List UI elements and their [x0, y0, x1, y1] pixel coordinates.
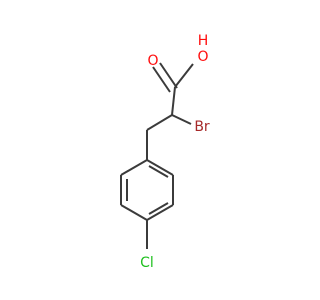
bond-alpha-c-br — [171, 114, 192, 125]
atom-label-carbonyl-o: O — [147, 53, 158, 69]
molecule-drawing: O O H Br Cl — [120, 33, 210, 271]
atom-label-chlorine: Cl — [140, 255, 154, 271]
bond-carboxyl-c-o-double-b — [152, 66, 171, 93]
bond-carboxyl-c-oh — [174, 63, 194, 88]
bond-alpha-c-ch2 — [146, 114, 173, 131]
ring-bond-4 — [120, 204, 148, 221]
ring-bond-3 — [146, 204, 174, 221]
atom-label-hydroxyl-o: O — [197, 49, 208, 65]
ring-bond-6 — [120, 159, 148, 176]
structure-canvas: O O H Br Cl — [120, 33, 210, 271]
atom-label-bromine: Br — [194, 119, 210, 135]
ring-double-bond-inner-2 — [148, 202, 169, 215]
bond-alpha-c-carboxyl-c — [171, 86, 176, 116]
bond-carboxyl-c-o-double-a — [159, 62, 178, 89]
atom-label-hydroxyl-h: H — [198, 33, 209, 49]
ring-bond-1 — [146, 159, 174, 176]
ring-double-bond-inner-1 — [148, 165, 169, 178]
